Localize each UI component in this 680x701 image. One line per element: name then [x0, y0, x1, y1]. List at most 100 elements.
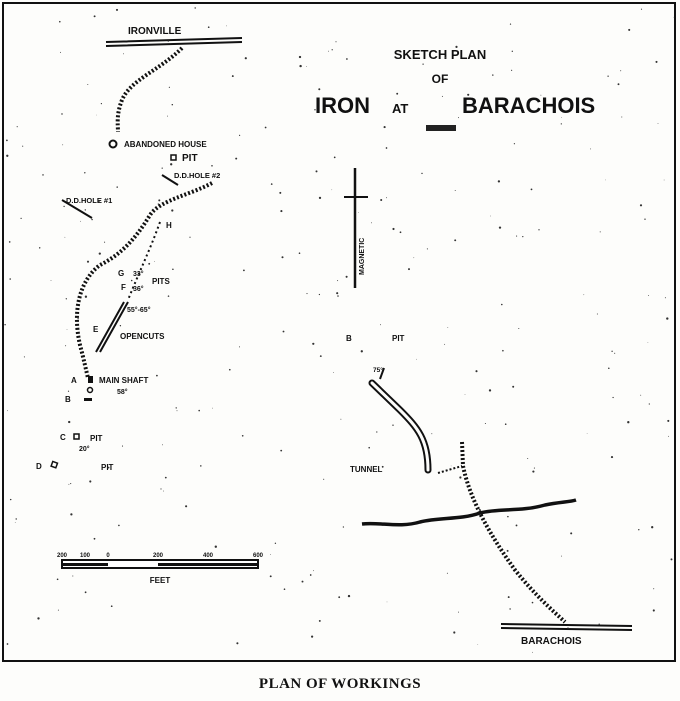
- railway-south: [460, 441, 567, 624]
- speckle-dot: [61, 113, 63, 115]
- shaft-collar-icon: [86, 386, 94, 394]
- speckle-dot: [385, 147, 388, 149]
- speckle-dot: [506, 549, 509, 552]
- speckle-dot: [670, 558, 673, 561]
- barachois-road: [500, 623, 633, 631]
- speckle-dot: [16, 126, 18, 128]
- speckle-dot: [170, 163, 173, 166]
- letter-g: G: [118, 269, 124, 278]
- speckle-dot: [478, 508, 481, 511]
- speckle-dot: [8, 241, 11, 243]
- speckle-dot: [336, 292, 339, 295]
- speckle-dot: [380, 198, 383, 202]
- speckle-dot: [474, 505, 475, 507]
- speckle-dot: [441, 95, 443, 97]
- title-iron: IRON: [315, 93, 370, 118]
- label-pit-d: PIT: [182, 153, 198, 164]
- speckle-dot: [611, 350, 613, 352]
- speckle-dot: [72, 575, 74, 577]
- speckle-dot: [501, 303, 503, 306]
- title-line2: OF: [432, 72, 449, 86]
- speckle-dot: [299, 64, 302, 68]
- speckle-dot: [507, 596, 510, 599]
- speckle-dot: [298, 55, 302, 59]
- speckle-dot: [264, 126, 267, 129]
- speckle-dot: [511, 50, 513, 52]
- label-opencuts: OPENCUTS: [120, 332, 165, 341]
- speckle-dot: [617, 83, 620, 86]
- speckle-dot: [228, 368, 231, 371]
- speckle-dot: [301, 580, 304, 583]
- speckle-dot: [283, 588, 286, 591]
- speckle-dot: [323, 478, 325, 480]
- speckle-dot: [621, 116, 623, 118]
- label-pit-b: PIT: [101, 463, 114, 472]
- label-pit-c: PIT: [90, 434, 103, 443]
- speckle-dot: [346, 58, 348, 60]
- speckle-dot: [607, 75, 609, 77]
- speckle-dot: [98, 252, 101, 255]
- speckle-dot: [345, 275, 348, 278]
- speckle-dot: [116, 186, 118, 188]
- speckle-dot: [484, 422, 486, 425]
- title-barachois: BARACHOIS: [462, 93, 595, 118]
- speckle-dot: [431, 433, 433, 435]
- speckle-dot: [226, 25, 227, 27]
- speckle-dot: [84, 591, 87, 594]
- speckle-dot: [42, 174, 44, 176]
- speckle-dot: [176, 410, 178, 412]
- letter-c: C: [60, 433, 66, 442]
- speckle-dot: [338, 596, 341, 599]
- speckle-dot: [68, 483, 70, 485]
- speckle-dot: [673, 16, 675, 18]
- speckle-dot: [446, 572, 448, 574]
- speckle-dot: [212, 407, 213, 409]
- speckle-dot: [200, 465, 202, 467]
- speckle-dot: [315, 170, 318, 173]
- speckle-dot: [6, 139, 8, 142]
- speckle-dot: [235, 157, 238, 160]
- speckle-dot: [596, 313, 598, 315]
- label-barachois: BARACHOIS: [521, 636, 582, 647]
- opencut-trench: [95, 301, 129, 353]
- speckle-dot: [123, 53, 124, 55]
- speckle-dot: [14, 522, 16, 523]
- dip-c: 20°: [79, 445, 90, 453]
- speckle-dot: [511, 69, 513, 71]
- speckle-dot: [454, 190, 456, 191]
- speckle-dot: [89, 480, 92, 483]
- speckle-dot: [270, 183, 273, 185]
- speckle-dot: [23, 356, 25, 358]
- dd-hole-2-line: [161, 174, 179, 186]
- speckle-dot: [599, 231, 601, 233]
- speckle-dot: [84, 209, 86, 211]
- speckle-dot: [6, 154, 9, 157]
- speckle-dot: [531, 601, 534, 604]
- speckle-dot: [185, 505, 188, 508]
- label-magnetic: MAGNETIC: [359, 238, 366, 275]
- dip-east: 75°: [373, 366, 383, 374]
- speckle-dot: [640, 8, 643, 10]
- magnetic-north-arrow: MAGNETIC: [344, 168, 368, 288]
- dip-east-mark: [379, 367, 385, 380]
- speckle-dot: [156, 374, 158, 377]
- speckle-dot: [314, 109, 316, 111]
- speckle-dot: [175, 407, 177, 409]
- speckle-dot: [530, 188, 533, 191]
- speckle-dot: [37, 617, 40, 620]
- speckle-dot: [538, 229, 540, 231]
- speckle-dot: [231, 75, 234, 78]
- speckle-dot: [20, 217, 22, 220]
- speckle-dot: [270, 554, 271, 555]
- speckle-dot: [86, 260, 90, 263]
- scale-tick-4: 400: [203, 553, 214, 559]
- pit-d2-icon: [50, 460, 59, 469]
- speckle-dot: [498, 226, 502, 229]
- speckle-dot: [490, 215, 492, 217]
- letter-e: E: [93, 325, 99, 334]
- speckle-dot: [59, 20, 61, 23]
- speckle-dot: [96, 114, 97, 116]
- speckle-dot: [560, 123, 562, 125]
- speckle-dot: [148, 262, 151, 265]
- speckle-dot: [502, 349, 504, 352]
